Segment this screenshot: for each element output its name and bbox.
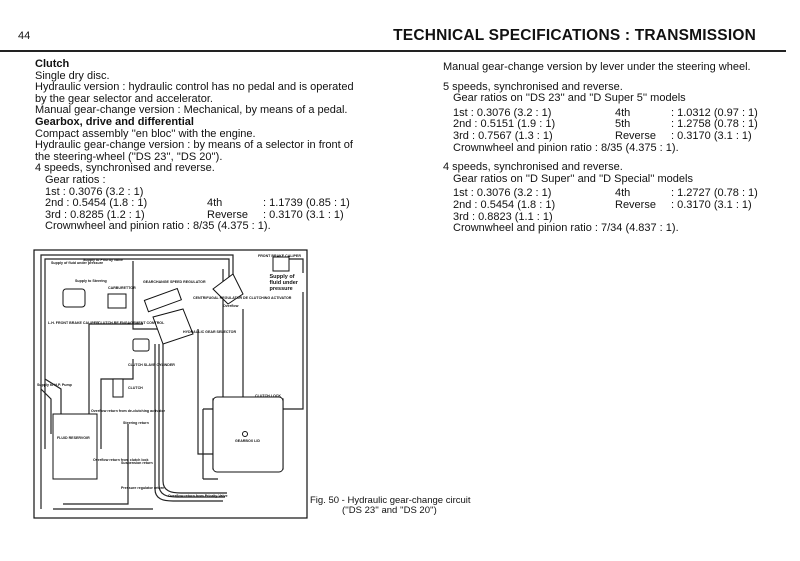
fluid-reservoir-shape (52, 413, 98, 480)
label: HYDRAULIC GEAR SELECTOR (183, 330, 236, 334)
label: Overflow return from Priority Valve (168, 494, 228, 498)
left-column: Clutch Single dry disc. Hydraulic versio… (35, 58, 354, 233)
ratio-gear: Reverse (615, 198, 656, 211)
four-speed-heading: 4 speeds, synchronised and reverse. (443, 161, 623, 174)
label: GEARCHANGE SPEED REGULATOR (143, 280, 206, 284)
label: Supply of fluid under pressure (51, 261, 103, 265)
ratio-cell: 1st : 0.3076 (3.2 : 1) (453, 187, 552, 200)
ratio-gear: 4th (207, 197, 223, 210)
carburettor-shape (107, 293, 127, 309)
ratio-gear: 4th (615, 187, 631, 200)
four-speed-subheading: Gear ratios on ''D Super'' and ''D Speci… (453, 172, 693, 185)
label: Supply to Priority valve (83, 258, 123, 262)
gearbox-lid-shape (212, 396, 284, 473)
ratio-row: 2nd : 0.5151 (1.9 : 1) 5th : 1.2758 (0.78 … (443, 119, 758, 131)
right-column: Manual gear-change version by lever unde… (443, 61, 758, 235)
slave-cylinder-shape (132, 338, 150, 352)
label: FRONT BRAKE CALIPER (258, 254, 301, 258)
speed-regulator-shape (143, 287, 183, 313)
label: Pressure regulator return (121, 486, 164, 490)
ratio-value: : 1.2727 (0.78 : 1) (671, 187, 758, 200)
text-line: Single dry disc. (35, 69, 110, 82)
label: CLUTCH RE ENGAGEMENT CONTROL (98, 321, 165, 325)
label: Supply to H.P. Pump (37, 383, 73, 387)
label: CENTRIFUGAL REGULATOR (193, 296, 243, 300)
components (52, 256, 290, 480)
ratio-row: 2nd : 0.5454 (1.8 : 1) Reverse : 0.3170 (3… (443, 198, 758, 212)
label: Steering return (123, 421, 149, 425)
ratio-row: 3rd : 0.8823 (1.1 : 1) (443, 210, 758, 224)
figure-caption: Fig. 50 - Hydraulic gear-change circuit … (310, 496, 471, 516)
ratios-label: Gear ratios : (45, 173, 106, 186)
text-line: by the gear selector and accelerator. (35, 92, 213, 105)
ratio-gear: Reverse (615, 129, 656, 142)
ratio-cell: 2nd : 0.5151 (1.9 : 1) (453, 118, 556, 131)
ratio-cell: 2nd : 0.5454 (1.8 : 1) (45, 197, 148, 210)
hydraulic-circuit-diagram: Supply of fluid under pressure Supply to… (33, 249, 308, 519)
label: GEARBOX LID (235, 439, 260, 443)
text-line: Compact assembly ''en bloc'' with the en… (35, 127, 256, 140)
ratio-value: : 0.3170 (3.1 : 1) (263, 208, 344, 221)
ratio-value: : 1.1739 (0.85 : 1) (263, 197, 350, 210)
label: CLUTCH LOCK (255, 394, 281, 398)
label: Suspension return (121, 461, 153, 465)
text-line: Hydraulic version : hydraulic control ha… (35, 81, 354, 94)
text-line: Hydraulic gear-change version : by means… (35, 139, 353, 152)
centrifugal-regulator-shape (212, 273, 244, 305)
ratio-row: 1st : 0.3076 (3.2 : 1) 4th : 1.2727 (0.78 … (443, 188, 758, 200)
text-line: 4 speeds, synchronised and reverse. (35, 162, 215, 175)
label: FLUID RESERVOIR (57, 436, 90, 440)
page-title: TECHNICAL SPECIFICATIONS : TRANSMISSION (393, 27, 756, 44)
ratio-value: : 1.2758 (0.78 : 1) (671, 118, 758, 131)
gearbox-heading: Gearbox, drive and differential (35, 115, 194, 128)
gear-selector-shape (152, 308, 194, 345)
text-line: the steering-wheel (''DS 23'', ''DS 20''… (35, 150, 223, 163)
header-rule (0, 50, 786, 52)
five-speed-heading: 5 speeds, synchronised and reverse. (443, 80, 623, 93)
page-number: 44 (18, 30, 31, 42)
ratio-cell: 3rd : 0.8823 (1.1 : 1) (453, 210, 553, 223)
ratio-cell: 3rd : 0.7567 (1.3 : 1) (453, 129, 553, 142)
ratio-row: 1st : 0.3076 (3.2 : 1) 4th : 1.0312 (0.97 … (443, 106, 758, 120)
caption-line-2: (''DS 23'' and ''DS 20'') (342, 505, 437, 516)
five-speed-subheading: Gear ratios on ''DS 23'' and ''D Super 5… (453, 92, 686, 105)
diagram-labels: Supply of fluid under pressure Supply to… (37, 254, 306, 498)
ratio-cell: 3rd : 0.8285 (1.2 : 1) (45, 208, 145, 221)
label: Supply to Steering (75, 279, 107, 283)
supply-fluid-right-label-box: Supply of fluid under pressure (269, 273, 306, 292)
crownwheel-ratio: Crownwheel and pinion ratio : 8/35 (4.37… (45, 220, 271, 233)
label: L.H. FRONT BRAKE CALIPER (48, 321, 99, 325)
crownwheel-ratio: Crownwheel and pinion ratio : 8/35 (4.37… (453, 141, 679, 154)
ratio-row: 3rd : 0.7567 (1.3 : 1) Reverse : 0.3170 (3… (443, 129, 758, 143)
ratio-gear: 5th (615, 118, 631, 131)
ratio-cell: 1st : 0.3076 (3.2 : 1) (45, 185, 144, 198)
ratio-cell: 2nd : 0.5454 (1.8 : 1) (453, 198, 556, 211)
gearbox-lid-marker (242, 431, 248, 437)
ratio-value: : 1.0312 (0.97 : 1) (671, 106, 758, 119)
label: CLUTCH (128, 386, 143, 390)
ratio-gear: 4th (615, 106, 631, 119)
ratio-value: : 0.3170 (3.1 : 1) (671, 129, 752, 142)
ratio-row: 1st : 0.3076 (3.2 : 1) (35, 185, 354, 199)
front-brake-caliper-shape (272, 256, 290, 272)
label: Supply of fluid under pressure (269, 273, 306, 292)
label: DE CLUTCHING ACTIVATOR (243, 296, 292, 300)
ratio-row: 2nd : 0.5454 (1.8 : 1) 4th : 1.1739 (0.85 … (35, 198, 354, 210)
label: CLUTCH SLAVE CYLINDER (128, 363, 175, 367)
caption-line-1: Fig. 50 - Hydraulic gear-change circuit (310, 495, 471, 506)
lh-brake-caliper-shape (62, 288, 86, 308)
clutch-shape (112, 378, 124, 398)
ratio-value: : 0.3170 (3.1 : 1) (671, 198, 752, 211)
ratio-gear: Reverse (207, 208, 248, 221)
crownwheel-ratio: Crownwheel and pinion ratio : 7/34 (4.83… (453, 222, 679, 235)
clutch-heading: Clutch (35, 58, 70, 70)
ratio-row: 3rd : 0.8285 (1.2 : 1) Reverse : 0.3170 (3… (35, 208, 354, 222)
label: Overflow return from clutch lock (93, 458, 149, 462)
label: Overflow (223, 304, 239, 308)
text-line: Manual gear-change version : Mechanical,… (35, 104, 348, 117)
label: CARBURETTOR (108, 286, 136, 290)
label: Overflow return from de-clutching activa… (91, 409, 166, 413)
ratio-cell: 1st : 0.3076 (3.2 : 1) (453, 106, 552, 119)
intro-line: Manual gear-change version by lever unde… (443, 61, 751, 73)
